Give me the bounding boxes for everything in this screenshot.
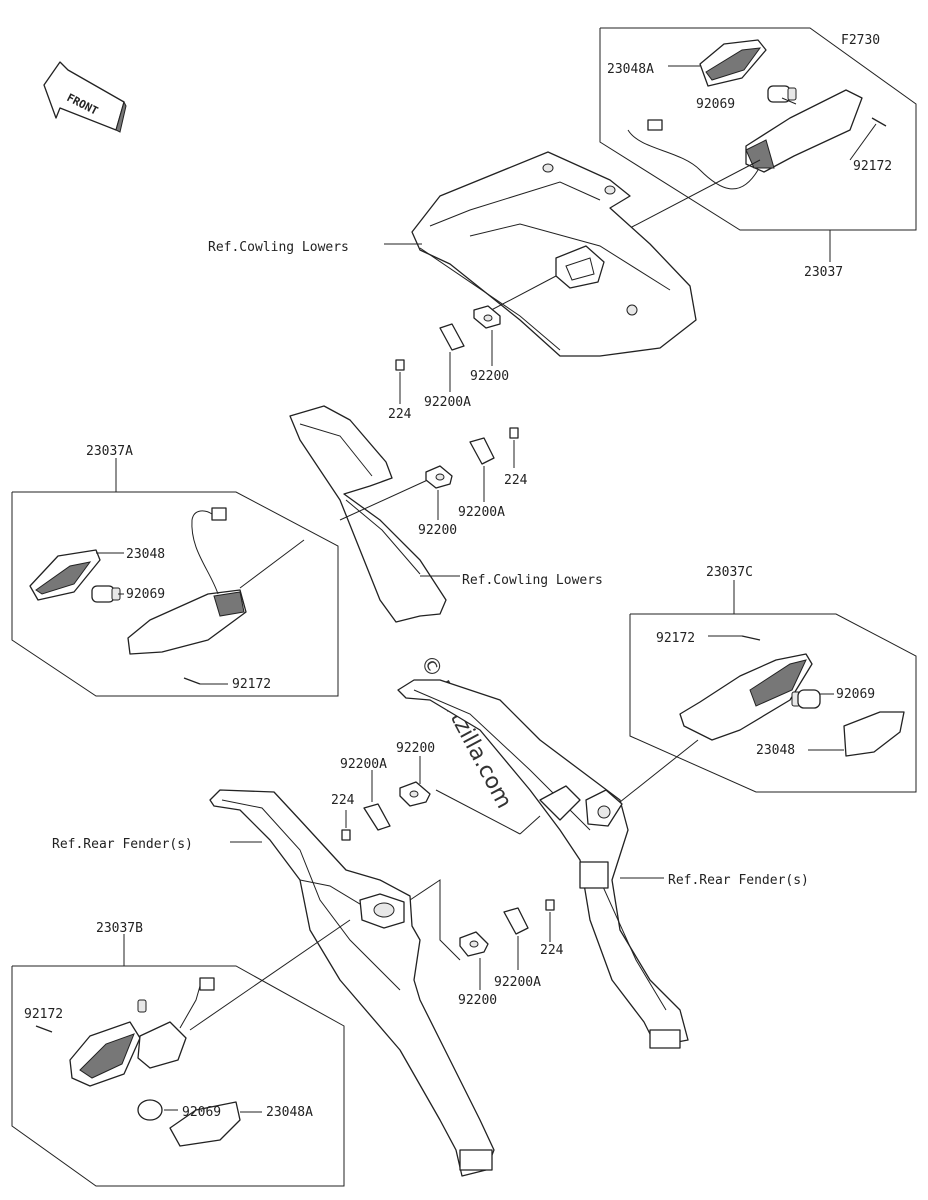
label-92069-top: 92069 (696, 97, 735, 112)
label-224-f: 224 (540, 943, 564, 958)
cowling-lower-upper: Ref.Cowling Lowers (208, 151, 697, 357)
label-92200a-f: 92200A (494, 975, 541, 990)
clip-set-upper: 224 92200A 92200 (388, 305, 509, 422)
bulb-92069-top (767, 85, 797, 103)
lens-23048-right (843, 711, 905, 757)
label-ref-rear-fender-1: Ref.Rear Fender(s) (52, 837, 193, 852)
label-92172-left: 92172 (232, 677, 271, 692)
cowling-lower-middle: Ref.Cowling Lowers (289, 405, 603, 623)
box-23037: 23048A 92069 92172 23037 (599, 27, 917, 280)
label-224-c2: 224 (504, 473, 528, 488)
label-ref-cowling-lowers-1: Ref.Cowling Lowers (208, 240, 349, 255)
label-ref-rear-fender-2: Ref.Rear Fender(s) (668, 873, 809, 888)
label-23037: 23037 (804, 265, 843, 280)
label-23048-left: 23048 (126, 547, 165, 562)
screw-92172-left (183, 677, 201, 685)
label-92172-bottom: 92172 (24, 1007, 63, 1022)
label-23048a-top: 23048A (607, 62, 654, 77)
wire-23037 (627, 129, 759, 190)
rear-fender-left: Ref.Rear Fender(s) (52, 789, 495, 1177)
label-92172-right: 92172 (656, 631, 695, 646)
screw-92172-bottom (35, 1025, 53, 1033)
diagram-code: F2730 (841, 33, 880, 48)
clip-set-middle: 92200 92200A 224 (418, 427, 528, 538)
label-23048-right: 23048 (756, 743, 795, 758)
label-23037c: 23037C (706, 565, 753, 580)
box-23037a: 23037A 23048 92069 92172 (11, 444, 339, 697)
label-92200a-c2: 92200A (458, 505, 505, 520)
bulb-92069-right (791, 689, 821, 709)
label-ref-cowling-lowers-2: Ref.Cowling Lowers (462, 573, 603, 588)
screw-92172-right (741, 635, 761, 641)
label-23037b: 23037B (96, 921, 143, 936)
label-92200-c1: 92200 (470, 369, 509, 384)
label-23048a-bottom: 23048A (266, 1105, 313, 1120)
clip-set-lower-left: 224 92200A 92200 (331, 741, 435, 841)
label-23037a: 23037A (86, 444, 133, 459)
label-92069-right: 92069 (836, 687, 875, 702)
label-92200a-c1: 92200A (424, 395, 471, 410)
label-224-c1: 224 (388, 407, 412, 422)
label-224-e: 224 (331, 793, 355, 808)
box-23037b: 23037B 92172 92069 23048A (11, 919, 351, 1187)
box-23037c: 23037C 92172 92069 23048 (619, 565, 917, 803)
label-92200-f: 92200 (458, 993, 497, 1008)
front-direction-arrow: FRONT (43, 61, 127, 133)
bulb-92069-bottom (137, 999, 163, 1121)
bulb-92069-left (91, 585, 121, 603)
label-92069-bottom: 92069 (182, 1105, 221, 1120)
label-92069-left: 92069 (126, 587, 165, 602)
label-92200a-e: 92200A (340, 757, 387, 772)
label-92200-e: 92200 (396, 741, 435, 756)
clip-set-lower-right: 92200 92200A 224 (458, 899, 564, 1008)
rear-fender-right: Ref.Rear Fender(s) (397, 679, 809, 1049)
signal-housing-23037 (745, 89, 863, 173)
label-92200-c2: 92200 (418, 523, 457, 538)
lens-23048a-bottom (169, 1101, 241, 1147)
screw-92172-top (871, 117, 887, 127)
label-92172-top: 92172 (853, 159, 892, 174)
